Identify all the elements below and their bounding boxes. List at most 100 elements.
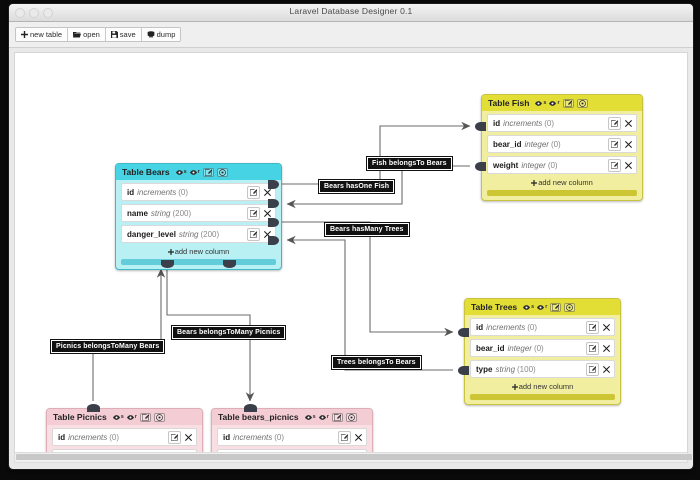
eye-relations-icon[interactable]: r — [189, 169, 200, 175]
edit-icon[interactable] — [331, 412, 343, 422]
column-length: (0) — [109, 432, 120, 442]
port-bears-name-right[interactable] — [268, 199, 279, 208]
gear-icon[interactable] — [576, 98, 588, 108]
relationship-label[interactable]: Bears hasOne Fish — [319, 180, 395, 193]
delete-column-icon[interactable] — [353, 432, 364, 443]
window-controls[interactable] — [15, 8, 53, 18]
delete-column-icon[interactable] — [623, 118, 634, 129]
delete-column-icon[interactable] — [601, 364, 612, 375]
port-fish-id-left[interactable] — [475, 122, 486, 131]
port-bears-danger-right[interactable] — [268, 218, 279, 227]
edit-column-icon[interactable] — [586, 362, 599, 376]
add-new-column-button[interactable]: add new column — [487, 177, 637, 190]
table-node[interactable]: Table bears_picnicssridincrements(0)bear… — [211, 408, 373, 457]
relationship-label[interactable]: Trees belongsTo Bears — [332, 356, 421, 369]
edit-column-icon[interactable] — [608, 158, 621, 172]
edit-column-icon[interactable] — [608, 116, 621, 130]
eye-show-icon[interactable]: s — [112, 414, 124, 420]
edit-column-icon[interactable] — [247, 206, 260, 220]
delete-column-icon[interactable] — [262, 229, 273, 240]
eye-show-icon[interactable]: s — [175, 169, 187, 175]
gear-icon[interactable] — [564, 302, 576, 312]
scrollbar-thumb[interactable] — [16, 454, 692, 460]
port-bears-id-right[interactable] — [268, 180, 279, 189]
relationship-label[interactable]: Bears hasMany Trees — [325, 223, 409, 236]
dump-button[interactable]: dump — [141, 28, 181, 41]
table-node[interactable]: Table Picnicssridincrements(0)namestring… — [46, 408, 203, 457]
delete-column-icon[interactable] — [601, 343, 612, 354]
delete-column-icon[interactable] — [623, 160, 634, 171]
gear-icon[interactable] — [216, 167, 228, 177]
port-bears-extra-right[interactable] — [268, 236, 279, 245]
port-trees-id-left[interactable] — [458, 328, 469, 337]
eye-show-icon[interactable]: s — [535, 100, 546, 106]
table-footer-bar — [121, 259, 276, 265]
edit-column-icon[interactable] — [608, 137, 621, 151]
eye-relations-icon[interactable]: r — [537, 304, 547, 310]
edit-icon[interactable] — [139, 412, 151, 422]
port-trees-type-left[interactable] — [458, 366, 469, 375]
port-bears-picnics-top[interactable] — [244, 404, 257, 412]
eye-relations-icon[interactable]: r — [549, 100, 560, 106]
port-picnics-top[interactable] — [87, 404, 100, 412]
edit-column-icon[interactable] — [168, 430, 181, 444]
edit-icon[interactable] — [550, 302, 562, 312]
new-table-button[interactable]: new table — [16, 28, 69, 41]
eye-relations-icon[interactable]: r — [318, 414, 329, 420]
eye-relations-icon[interactable]: r — [126, 414, 137, 420]
port-bears-bottom-right[interactable] — [223, 260, 236, 268]
delete-column-icon[interactable] — [262, 208, 273, 219]
zoom-button[interactable] — [43, 8, 53, 18]
edit-column-icon[interactable] — [338, 430, 351, 444]
add-new-column-button[interactable]: add new column — [470, 381, 615, 394]
gear-icon[interactable] — [153, 412, 165, 422]
horizontal-scrollbar[interactable] — [14, 452, 692, 463]
edit-column-icon[interactable] — [586, 320, 599, 334]
edit-icon[interactable] — [562, 98, 574, 108]
edit-column-icon[interactable] — [247, 227, 260, 241]
close-button[interactable] — [15, 8, 25, 18]
relationship-label[interactable]: Fish belongsTo Bears — [367, 157, 452, 170]
edit-column-icon[interactable] — [247, 185, 260, 199]
delete-column-icon[interactable] — [601, 322, 612, 333]
delete-column-icon[interactable] — [183, 432, 194, 443]
eye-show-icon[interactable]: s — [304, 414, 316, 420]
gear-icon[interactable] — [345, 412, 357, 422]
port-bears-bottom-left[interactable] — [161, 260, 174, 268]
delete-column-icon[interactable] — [623, 139, 634, 150]
edit-column-icon[interactable] — [586, 341, 599, 355]
save-button[interactable]: save — [105, 28, 142, 41]
delete-column-icon[interactable] — [262, 187, 273, 198]
relationship-label[interactable]: Picnics belongsToMany Bears — [51, 340, 165, 353]
minimize-button[interactable] — [29, 8, 39, 18]
relationship-label[interactable]: Bears belongsToMany Picnics — [172, 326, 286, 339]
port-fish-weight-left[interactable] — [475, 162, 486, 171]
open-button[interactable]: open — [68, 28, 106, 41]
edit-icon[interactable] — [202, 167, 214, 177]
eye-show-icon[interactable]: s — [523, 304, 534, 310]
add-new-column-button[interactable]: add new column — [121, 246, 276, 259]
